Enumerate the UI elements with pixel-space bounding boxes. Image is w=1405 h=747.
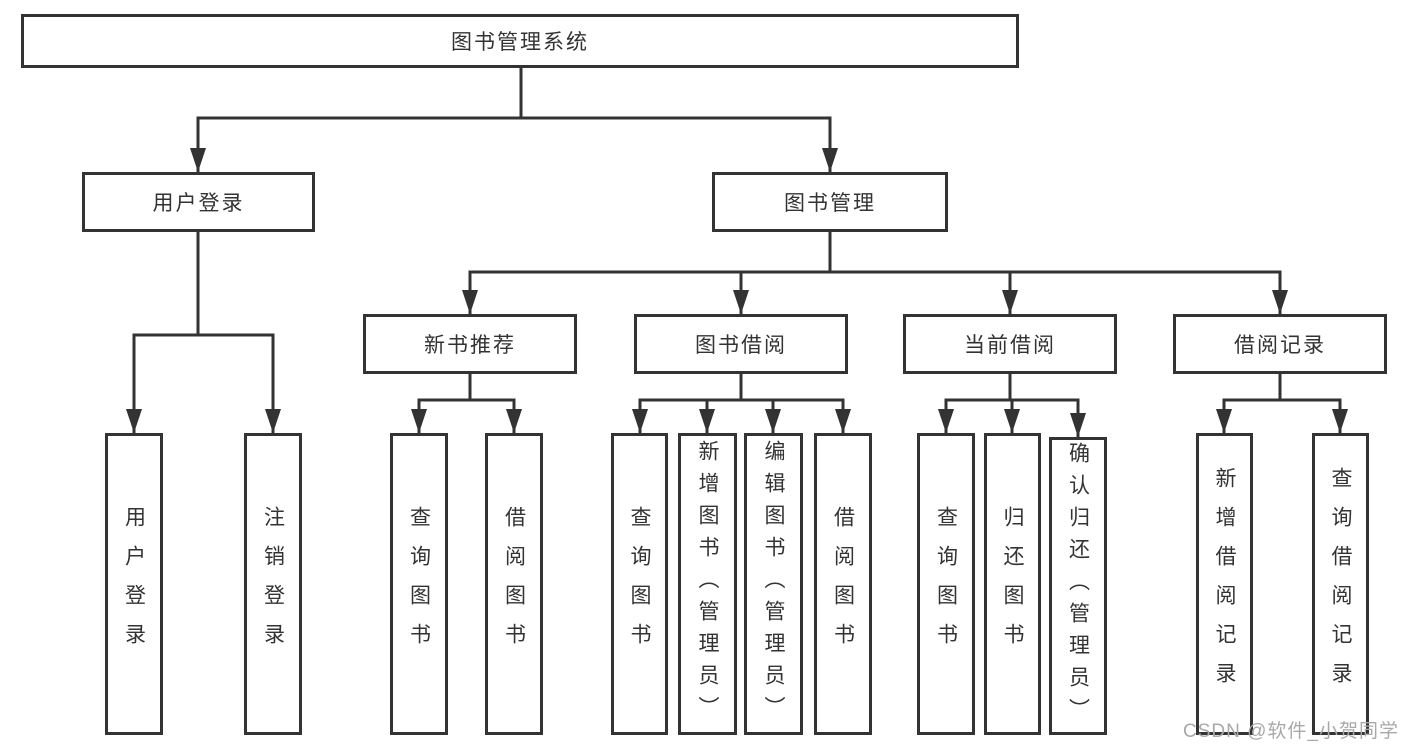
leaf-edit-books-admin: 编辑图书（管理员）	[744, 433, 803, 735]
node-label: 当前借阅	[964, 334, 1056, 357]
node-label: 查询借阅记录	[1329, 467, 1352, 701]
node-new-book-recommend: 新书推荐	[363, 314, 577, 374]
node-label: 图书借阅	[695, 334, 787, 357]
node-current-borrow: 当前借阅	[903, 314, 1117, 374]
node-label: 查询图书	[407, 506, 431, 662]
node-label: 注销登录	[261, 506, 285, 662]
leaf-user-login: 用户登录	[105, 433, 163, 735]
node-label: 查询图书	[628, 506, 651, 662]
leaf-query-books-current: 查询图书	[917, 433, 975, 735]
node-label: 用户登录	[122, 506, 146, 662]
node-book-borrow: 图书借阅	[634, 314, 848, 374]
leaf-borrow-books: 借阅图书	[814, 433, 872, 735]
connector-root	[196, 66, 832, 120]
node-label: 新增借阅记录	[1213, 467, 1236, 701]
node-label: 编辑图书（管理员）	[762, 440, 785, 728]
node-label: 归还图书	[1001, 506, 1024, 662]
node-borrow-records: 借阅记录	[1173, 314, 1387, 374]
connector-user-login	[132, 230, 275, 337]
node-label: 图书管理系统	[451, 31, 589, 54]
connector-book-borrow	[638, 372, 845, 402]
connector-borrow-records	[1222, 372, 1342, 402]
leaf-add-books-admin: 新增图书（管理员）	[678, 433, 737, 735]
node-label: 借阅记录	[1234, 334, 1326, 357]
node-label: 新增图书（管理员）	[696, 440, 719, 728]
leaf-query-books-borrow: 查询图书	[611, 433, 668, 735]
node-book-management: 图书管理	[712, 172, 948, 232]
leaf-borrow-books-recommend: 借阅图书	[485, 433, 543, 735]
node-label: 借阅图书	[831, 506, 855, 662]
leaf-return-books: 归还图书	[984, 433, 1041, 735]
connector-current-borrow	[944, 372, 1080, 402]
leaf-add-borrow-record: 新增借阅记录	[1196, 433, 1253, 735]
node-label: 新书推荐	[424, 334, 516, 357]
connector-book-management	[468, 230, 1282, 274]
node-label: 借阅图书	[502, 506, 526, 662]
connector-new-book-recommend	[417, 372, 516, 402]
node-label: 用户登录	[152, 192, 245, 215]
node-label: 图书管理	[784, 192, 876, 215]
node-user-login: 用户登录	[82, 172, 315, 232]
leaf-confirm-return-admin: 确认归还（管理员）	[1049, 437, 1107, 735]
leaf-query-borrow-record: 查询借阅记录	[1312, 433, 1369, 735]
node-library-management-system: 图书管理系统	[21, 14, 1019, 68]
node-label: 查询图书	[934, 506, 958, 662]
leaf-query-books-recommend: 查询图书	[390, 433, 448, 735]
node-label: 确认归还（管理员）	[1066, 442, 1090, 730]
leaf-logout: 注销登录	[244, 433, 302, 735]
